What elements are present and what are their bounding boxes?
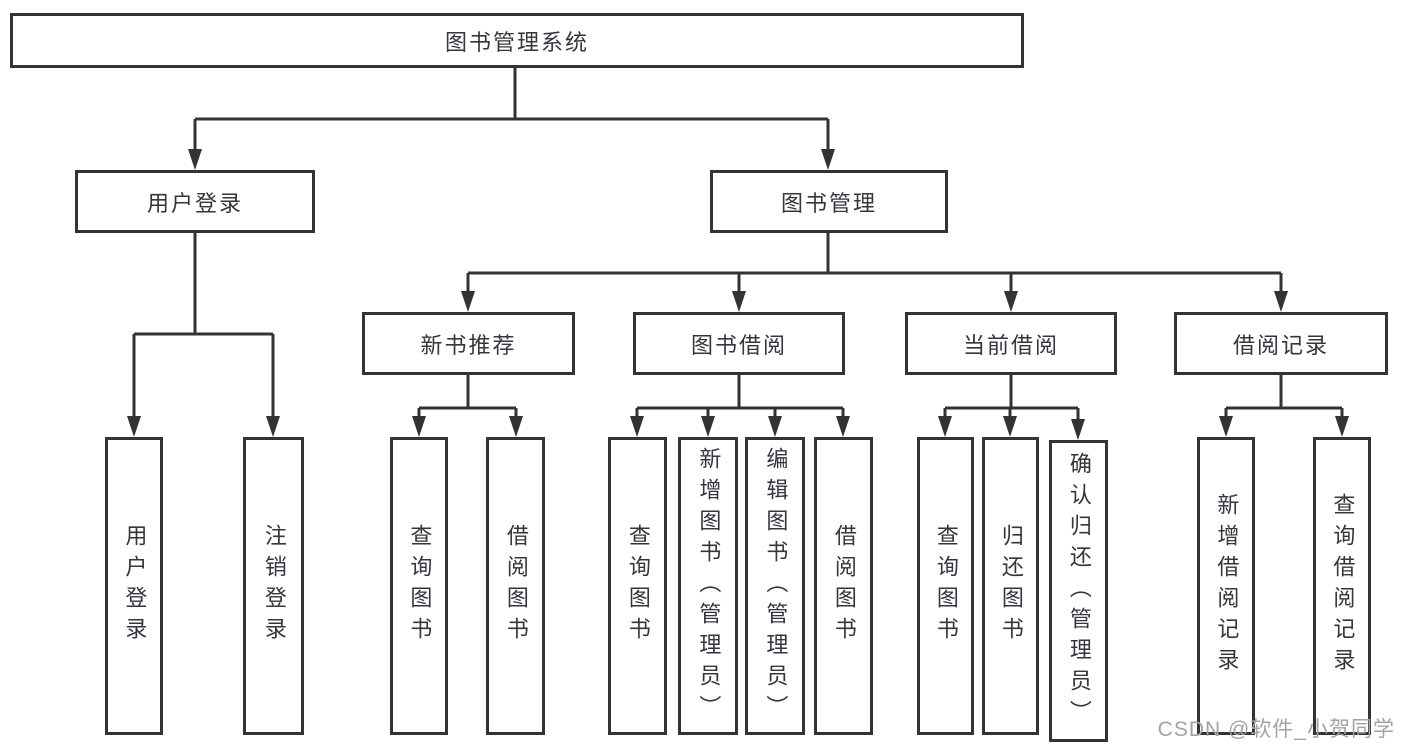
node-root-label: 图书管理系统: [444, 29, 589, 55]
node-book-borrowing: 图书借阅: [633, 312, 845, 375]
leaf-query-book: 查询图书: [608, 437, 667, 735]
arrow-icon: [509, 416, 523, 437]
arrow-icon: [630, 416, 644, 437]
node-borrowing-records-label: 借阅记录: [1232, 332, 1329, 358]
leaf-borrow-book-label: 借阅图书: [503, 524, 529, 648]
arrow-icon: [836, 416, 850, 437]
arrow-icon: [768, 416, 782, 437]
node-user-login: 用户登录: [75, 170, 315, 233]
csdn-watermark: CSDN @软件_小贺同学: [1157, 718, 1395, 741]
arrow-icon: [821, 149, 835, 170]
arrow-icon: [732, 291, 746, 312]
leaf-add-book-admin-label: 新增图书（管理员）: [696, 446, 722, 726]
arrow-icon: [412, 416, 426, 437]
arrow-icon: [701, 416, 715, 437]
leaf-logout: 注销登录: [243, 437, 304, 735]
arrow-icon: [1004, 291, 1018, 312]
arrow-icon: [188, 149, 202, 170]
leaf-borrow-book: 借阅图书: [814, 437, 873, 735]
leaf-borrow-book-label: 借阅图书: [831, 524, 857, 648]
node-root-system: 图书管理系统: [10, 13, 1024, 68]
arrow-icon: [1071, 419, 1085, 440]
arrow-icon: [266, 416, 280, 437]
leaf-add-book-admin: 新增图书（管理员）: [678, 437, 738, 735]
node-new-book-recommend: 新书推荐: [362, 312, 575, 375]
leaf-query-book-label: 查询图书: [407, 524, 433, 648]
arrow-icon: [461, 291, 475, 312]
leaf-borrow-book: 借阅图书: [486, 437, 545, 735]
leaf-return-book: 归还图书: [982, 437, 1039, 735]
leaf-user-login-label: 用户登录: [122, 524, 148, 648]
leaf-query-book-label: 查询图书: [933, 524, 959, 648]
leaf-confirm-return-admin: 确认归还（管理员）: [1049, 440, 1108, 742]
leaf-query-book: 查询图书: [917, 437, 974, 735]
leaf-logout-label: 注销登录: [261, 524, 287, 648]
leaf-return-book-label: 归还图书: [998, 524, 1024, 648]
arrow-icon: [1219, 416, 1233, 437]
leaf-confirm-return-admin-label: 确认归还（管理员）: [1066, 451, 1092, 731]
node-user-login-label: 用户登录: [146, 190, 243, 216]
leaf-query-borrow-record: 查询借阅记录: [1313, 437, 1371, 735]
leaf-query-book-label: 查询图书: [625, 524, 651, 648]
node-new-book-recommend-label: 新书推荐: [420, 332, 517, 358]
arrow-icon: [1003, 416, 1017, 437]
leaf-add-borrow-record-label: 新增借阅记录: [1214, 493, 1240, 679]
arrow-icon: [1335, 416, 1349, 437]
leaf-query-borrow-record-label: 查询借阅记录: [1330, 493, 1356, 679]
node-book-borrowing-label: 图书借阅: [690, 332, 787, 358]
leaf-user-login: 用户登录: [105, 437, 163, 735]
node-book-management: 图书管理: [710, 170, 948, 233]
node-borrowing-records: 借阅记录: [1174, 312, 1388, 375]
leaf-edit-book-admin-label: 编辑图书（管理员）: [763, 446, 789, 726]
node-current-borrowing-label: 当前借阅: [962, 332, 1059, 358]
leaf-add-borrow-record: 新增借阅记录: [1197, 437, 1255, 735]
leaf-query-book: 查询图书: [390, 437, 448, 735]
arrow-icon: [938, 416, 952, 437]
node-book-management-label: 图书管理: [780, 190, 877, 216]
arrow-icon: [1274, 291, 1288, 312]
node-current-borrowing: 当前借阅: [905, 312, 1117, 375]
leaf-edit-book-admin: 编辑图书（管理员）: [745, 437, 805, 735]
arrow-icon: [127, 416, 141, 437]
